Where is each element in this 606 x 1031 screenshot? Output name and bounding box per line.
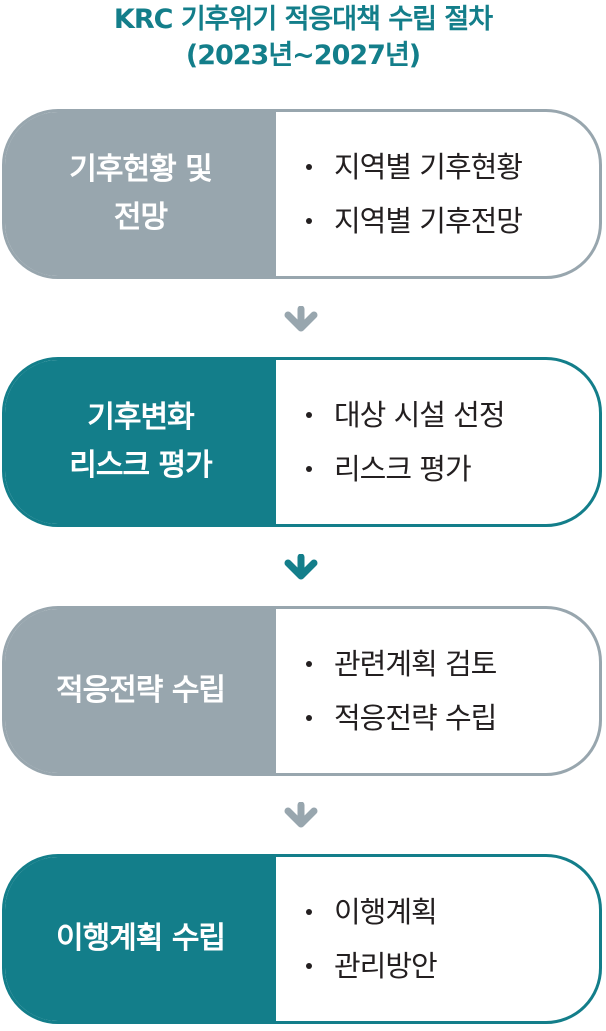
item-text: 지역별 기후전망 — [334, 204, 523, 238]
step-items: 지역별 기후현황 지역별 기후전망 — [276, 112, 599, 276]
item-text: 이행계획 — [334, 895, 438, 929]
list-item: 지역별 기후현황 — [306, 143, 599, 191]
item-text: 적응전략 수립 — [334, 701, 497, 735]
step-label-line: 기후변화 — [87, 400, 194, 435]
diagram-subtitle: (2023년~2027년) — [185, 40, 421, 71]
step-label-line: 적응전략 수립 — [55, 673, 226, 708]
down-arrow-icon — [284, 554, 318, 580]
bullet-icon — [306, 412, 312, 418]
list-item: 대상 시설 선정 — [306, 391, 599, 439]
diagram-title: KRC 기후위기 적응대책 수립 절차 — [113, 4, 493, 35]
list-item: 적응전략 수립 — [306, 694, 599, 742]
step-risk-assessment: 기후변화 리스크 평가 대상 시설 선정 리스크 평가 — [2, 357, 602, 527]
step-label-line: 전망 — [113, 200, 168, 235]
item-text: 관련계획 검토 — [334, 647, 497, 681]
item-text: 관리방안 — [334, 949, 438, 983]
step-label: 기후변화 리스크 평가 — [5, 360, 276, 524]
step-adaptation-strategy: 적응전략 수립 관련계획 검토 적응전략 수립 — [2, 606, 602, 776]
item-text: 대상 시설 선정 — [334, 398, 506, 432]
step-label-line: 기후현황 및 — [69, 152, 212, 187]
bullet-icon — [306, 466, 312, 472]
step-items: 대상 시설 선정 리스크 평가 — [276, 360, 599, 524]
down-arrow-icon — [284, 306, 318, 332]
list-item: 관련계획 검토 — [306, 640, 599, 688]
bullet-icon — [306, 164, 312, 170]
list-item: 이행계획 — [306, 888, 599, 936]
bullet-icon — [306, 715, 312, 721]
down-arrow-icon — [284, 802, 318, 828]
step-label: 기후현황 및 전망 — [5, 112, 276, 276]
step-implementation-plan: 이행계획 수립 이행계획 관리방안 — [2, 854, 602, 1024]
list-item: 지역별 기후전망 — [306, 197, 599, 245]
step-label-line: 리스크 평가 — [69, 448, 212, 483]
list-item: 리스크 평가 — [306, 445, 599, 493]
bullet-icon — [306, 963, 312, 969]
item-text: 지역별 기후현황 — [334, 150, 523, 184]
step-label: 적응전략 수립 — [5, 609, 276, 773]
step-climate-status: 기후현황 및 전망 지역별 기후현황 지역별 기후전망 — [2, 109, 602, 279]
bullet-icon — [306, 909, 312, 915]
step-items: 이행계획 관리방안 — [276, 857, 599, 1021]
step-items: 관련계획 검토 적응전략 수립 — [276, 609, 599, 773]
bullet-icon — [306, 661, 312, 667]
bullet-icon — [306, 218, 312, 224]
step-label-line: 이행계획 수립 — [55, 921, 226, 956]
list-item: 관리방안 — [306, 942, 599, 990]
step-label: 이행계획 수립 — [5, 857, 276, 1021]
item-text: 리스크 평가 — [334, 452, 472, 486]
